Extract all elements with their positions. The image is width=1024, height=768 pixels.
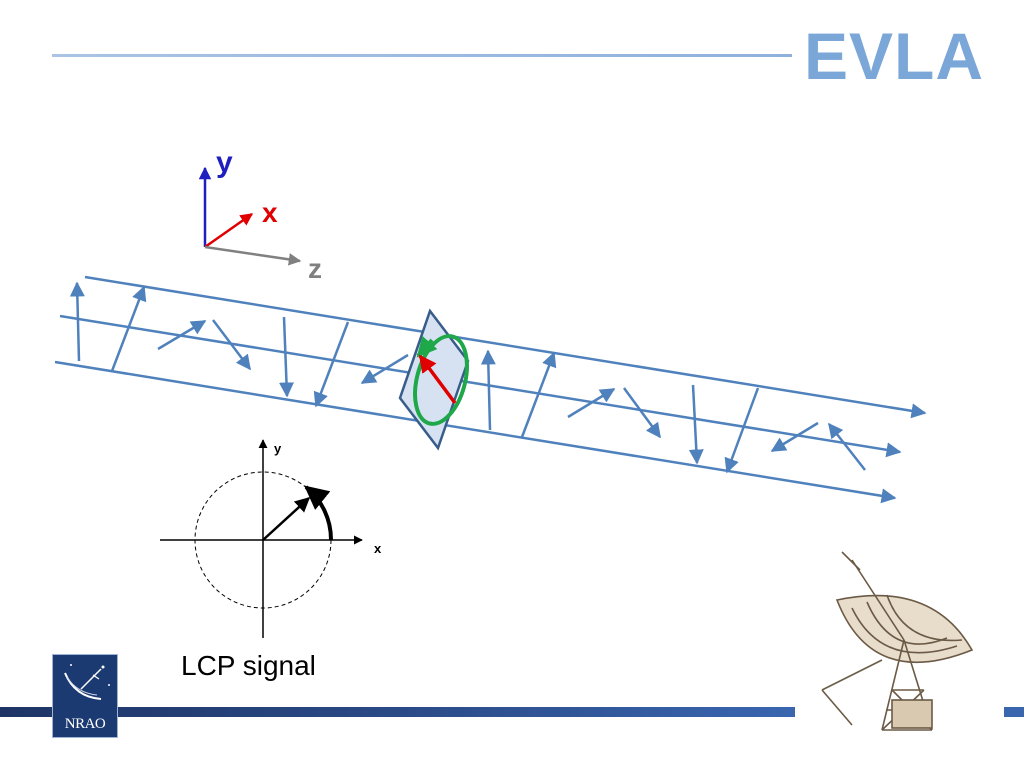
evla-logo: EVLA bbox=[804, 19, 985, 93]
field-vector bbox=[278, 316, 294, 398]
header-rule bbox=[52, 54, 792, 57]
field-vector bbox=[157, 319, 207, 351]
field-vector bbox=[770, 421, 819, 453]
field-vector bbox=[520, 351, 557, 438]
field-vector bbox=[724, 387, 760, 474]
field-vector bbox=[313, 321, 350, 408]
beam-lines bbox=[54, 275, 927, 504]
field-vector bbox=[69, 281, 85, 362]
e-field-vector bbox=[418, 354, 457, 405]
field-vector bbox=[110, 285, 147, 372]
nrao-logo: NRAO bbox=[52, 654, 118, 738]
field-vector bbox=[480, 349, 496, 431]
x-axis-arrow bbox=[204, 212, 254, 249]
z-axis-arrow bbox=[204, 245, 302, 266]
axis-label-y: y bbox=[216, 146, 233, 179]
inset-rotating-vector bbox=[262, 496, 311, 541]
rotation-circle bbox=[413, 334, 469, 426]
axis-label-x: x bbox=[262, 197, 278, 228]
axes-3d: y x z bbox=[198, 146, 322, 284]
inset-rotation-arc bbox=[304, 485, 334, 541]
field-vector bbox=[212, 319, 251, 371]
polarization-plane bbox=[398, 308, 470, 451]
field-vector bbox=[622, 387, 662, 439]
circle-arrow bbox=[416, 335, 438, 358]
beam-line-top bbox=[84, 275, 927, 419]
footer-bar bbox=[0, 707, 795, 717]
radio-telescope-sketch-icon bbox=[821, 551, 974, 731]
beam-line-middle bbox=[59, 314, 902, 458]
nrao-logo-text: NRAO bbox=[64, 716, 106, 732]
field-vector bbox=[828, 422, 866, 471]
axis-label-z: z bbox=[308, 253, 322, 284]
inset-label-y: y bbox=[274, 441, 282, 456]
nrao-dish-icon bbox=[64, 664, 110, 700]
field-vector bbox=[688, 384, 704, 465]
field-vector bbox=[567, 387, 616, 419]
field-vector bbox=[360, 353, 409, 385]
beam-line-bottom bbox=[54, 360, 897, 504]
caption: LCP signal bbox=[181, 650, 316, 681]
footer-bar-end bbox=[1004, 707, 1024, 717]
inset-diagram: y x bbox=[160, 439, 382, 638]
field-vectors bbox=[69, 281, 866, 474]
inset-label-x: x bbox=[374, 541, 382, 556]
